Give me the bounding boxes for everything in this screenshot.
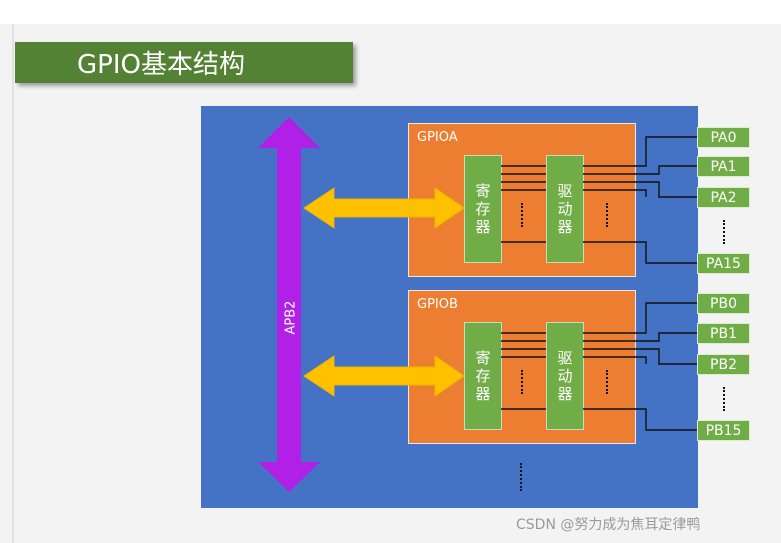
gpioa-bus-arrow [303,187,465,229]
gpioa-register-char-2: 存 [475,200,491,218]
gpioa-wire-ellipsis-1 [521,203,525,227]
gpiob-register-char-1: 寄 [475,349,491,367]
gpioa-driver: 驱 动 器 [546,155,584,263]
gpiob-driver-char-2: 动 [557,367,573,385]
gpiob-driver-char-1: 驱 [557,349,573,367]
gpiob-label: GPIOB [417,297,458,312]
gpioa-register-char-1: 寄 [475,182,491,200]
gpiob-wire-ellipsis-1 [521,370,525,394]
diagram-title: GPIO基本结构 [15,42,353,83]
gpiob-bus-arrow [303,355,465,397]
apb2-bus-label: APB2 [283,300,299,335]
gpiob-register-char-2: 存 [475,367,491,385]
pin-pa2: PA2 [697,187,750,208]
gpioa-driver-char-1: 驱 [557,182,573,200]
pin-pa0: PA0 [697,127,750,148]
watermark: CSDN @努力成为焦耳定律鸭 [516,517,701,533]
gpiob-driver-char-3: 器 [557,385,573,403]
pin-pa1: PA1 [697,156,750,177]
pin-pa15: PA15 [697,253,750,274]
gpioa-pin-ellipsis [723,220,727,244]
slide-edge [12,24,14,543]
more-ports-ellipsis [520,463,524,491]
gpiob-register-char-3: 器 [475,385,491,403]
gpioa-register: 寄 存 器 [464,155,502,263]
apb2-bus-arrow [258,117,320,492]
gpioa-label: GPIOA [417,130,458,145]
gpioa-register-char-3: 器 [475,218,491,236]
gpiob-wire-ellipsis-2 [606,370,610,394]
gpioa-driver-char-3: 器 [557,218,573,236]
gpiob-register: 寄 存 器 [464,322,502,430]
pin-pb15: PB15 [697,420,750,441]
pin-pb0: PB0 [697,293,750,314]
gpioa-driver-char-2: 动 [557,200,573,218]
gpiob-driver: 驱 动 器 [546,322,584,430]
gpiob-pin-ellipsis [723,387,727,411]
pin-pb2: PB2 [697,354,750,375]
gpioa-wire-ellipsis-2 [606,203,610,227]
pin-pb1: PB1 [697,323,750,344]
